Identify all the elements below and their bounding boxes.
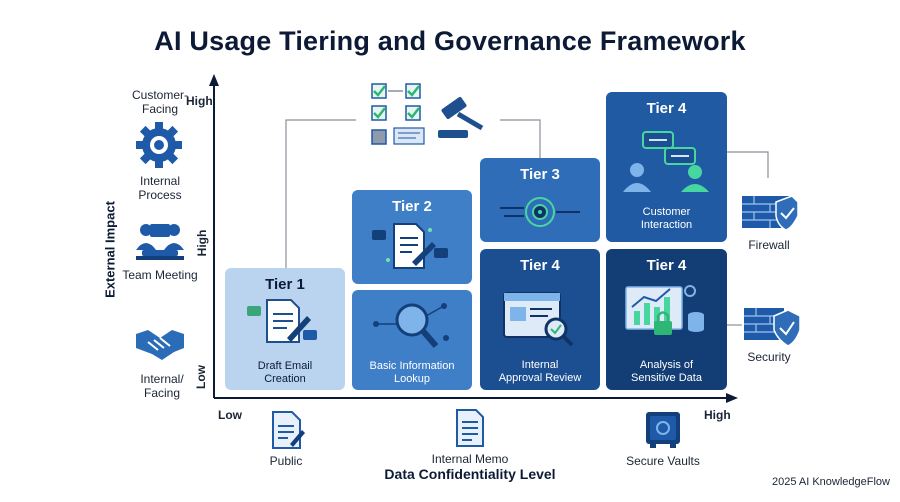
x-category-internal-memo: Internal Memo <box>431 452 509 466</box>
team-meeting-icon <box>136 224 184 260</box>
tile-caption-line2: Approval Review <box>498 372 582 384</box>
magnifier-network-icon <box>373 303 449 348</box>
tile-caption-line1: Draft Email <box>257 360 313 372</box>
tile-tier-label: Tier 4 <box>520 257 560 274</box>
checklist-icon <box>371 83 425 145</box>
firewall-shield-icon <box>742 195 799 231</box>
x-axis-label: Data Confidentiality Level <box>384 466 556 482</box>
tile-caption-line1: Customer <box>642 206 691 218</box>
document-chat-icon <box>372 223 448 269</box>
memo-document-icon <box>456 409 484 447</box>
gear-icon <box>136 122 182 168</box>
tile-caption-line1: Analysis of <box>639 359 694 371</box>
people-chat-icon <box>623 131 709 192</box>
security-label: Security <box>747 350 791 364</box>
tile-caption-line2: Interaction <box>640 219 693 231</box>
footer-credit: 2025 AI KnowledgeFlow <box>771 476 890 488</box>
y-category-team-meeting: Team Meeting <box>122 268 198 282</box>
tile-tier2[interactable]: Tier 2 <box>352 190 472 284</box>
y-high-label: High <box>186 94 213 108</box>
tile-caption-line2: Lookup <box>393 373 431 385</box>
tile-tier4-internal-approval[interactable]: Tier 4 Internal Approval Review <box>480 249 600 390</box>
tile-caption-line1: Internal <box>521 359 559 371</box>
y-mid-high-label: High <box>195 229 209 257</box>
x-category-secure-vaults: Secure Vaults <box>626 454 700 468</box>
tile-caption-line2: Creation <box>264 373 306 385</box>
y-axis-label: External Impact <box>102 201 118 298</box>
tile-tier4-sensitive-data[interactable]: Tier 4 Analysis of Sensitive Data <box>606 249 727 390</box>
chart-lock-icon <box>625 285 704 335</box>
x-category-public: Public <box>269 454 303 468</box>
tile-tier-label: Tier 1 <box>265 276 305 293</box>
tile-tier-label: Tier 4 <box>646 257 687 274</box>
page-title: AI Usage Tiering and Governance Framewor… <box>154 26 746 56</box>
handshake-icon <box>136 330 184 360</box>
y-category-internal-process: Internal Process <box>138 174 182 202</box>
public-document-icon <box>272 411 305 449</box>
tile-caption-line1: Basic Information <box>369 360 455 372</box>
tile-tier-label: Tier 3 <box>520 166 560 183</box>
gavel-icon <box>438 96 484 138</box>
browser-search-icon <box>503 292 574 347</box>
x-low-label: Low <box>218 408 242 422</box>
tile-caption-line2: Sensitive Data <box>631 372 702 384</box>
y-category-internal-facing: Internal/ Facing <box>140 372 184 400</box>
tile-tier-label: Tier 2 <box>392 198 432 215</box>
circuit-target-icon <box>500 197 580 227</box>
vault-icon <box>646 412 680 448</box>
tile-basic-information-lookup[interactable]: Basic Information Lookup <box>352 290 472 390</box>
tile-tier4-customer-interaction[interactable]: Tier 4 Customer Interaction <box>606 92 727 242</box>
security-shield-icon <box>744 308 801 347</box>
tile-tier3[interactable]: Tier 3 <box>480 158 600 242</box>
firewall-label: Firewall <box>748 238 790 252</box>
tile-tier1-draft-email[interactable]: Tier 1 Draft Email Creation <box>225 268 345 390</box>
tile-tier-label: Tier 4 <box>646 100 687 117</box>
x-high-label: High <box>704 408 731 422</box>
y-category-customer-facing: Customer-Facing <box>131 88 188 116</box>
document-edit-icon <box>247 299 317 343</box>
